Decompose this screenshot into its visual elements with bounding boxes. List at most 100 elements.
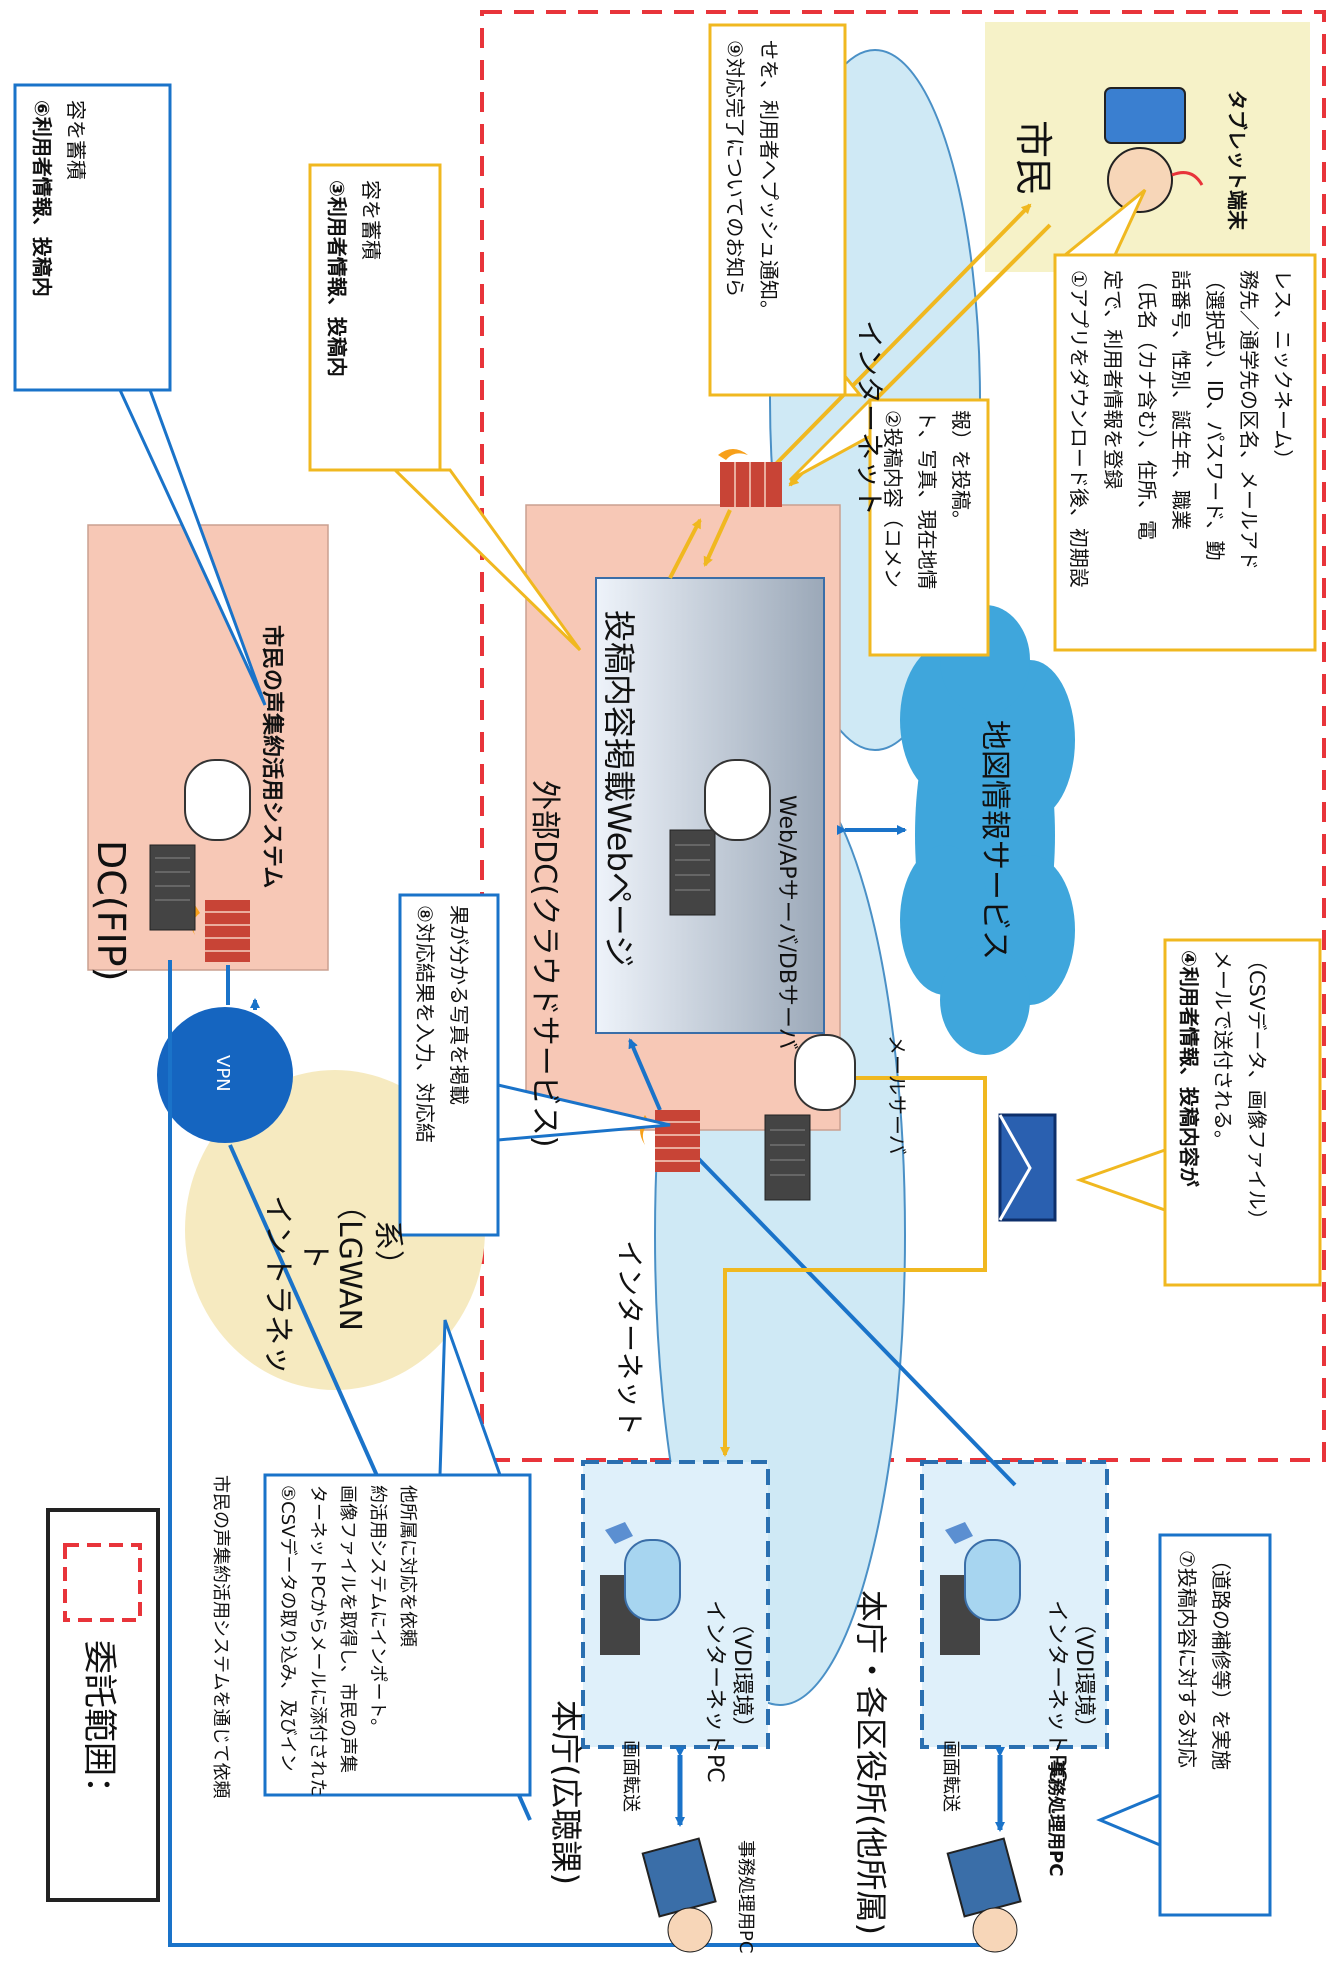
svg-text:レス、ニックネーム）: レス、ニックネーム） — [1271, 270, 1295, 469]
svg-text:定で、利用者情報を登録: 定で、利用者情報を登録 — [1101, 270, 1125, 489]
callout-6-text: ⑥利用者情報、投稿内 容を蓄積 — [30, 100, 88, 297]
svg-text:務先／通学先の区名、メールアド: 務先／通学先の区名、メールアド — [1237, 270, 1261, 570]
svg-text:せを、利用者へプッシュ通知。: せを、利用者へプッシュ通知。 — [757, 40, 781, 320]
svg-text:報）を投稿。: 報）を投稿。 — [949, 410, 973, 530]
fip-system-label: 市民の声集約活用システム — [259, 625, 285, 888]
callout-6-box — [13, 83, 172, 392]
callout-2-text: ②投稿内容（コメン ト、写真、現在地情 報）を投稿。 — [881, 410, 973, 590]
svg-text:（道路の補修等）を実施: （道路の補修等）を実施 — [1209, 1550, 1233, 1770]
callout-7-text: ⑦投稿内容に対する対応 （道路の補修等）を実施 — [1175, 1550, 1233, 1770]
legend-label: 委託範囲： — [79, 1640, 119, 1810]
outsource-scope-border — [480, 10, 1326, 1462]
web-servers-label: Web/APサーバ/DBサーバ — [774, 795, 799, 1050]
post-to-citizen-arrow — [768, 203, 1032, 472]
office-ward-pc-label: 事務処理用PC — [1045, 1760, 1067, 1876]
intranet-label: イントラネッ ト （LGWAN 系） — [260, 1190, 405, 1375]
svg-text:（選択式）、ID、パスワード、勤: （選択式）、ID、パスワード、勤 — [1203, 270, 1227, 561]
main-office-laptop-icon — [641, 1837, 717, 1918]
main-office-person-icon — [667, 1907, 713, 1953]
callout-5-text: ⑤CSVデータの取り込み、及びイン ターネットPCからメールに添付された 画像フ… — [277, 1485, 418, 1796]
callout-4-text: ④利用者情報、投稿内容が メールで送付される。 （CSVデータ、画像ファイル） — [1177, 950, 1269, 1230]
callout-1-box — [1053, 253, 1317, 652]
office-main-pc-label-1: インターネットPC — [702, 1600, 727, 1783]
svg-text:（CSVデータ、画像ファイル）: （CSVデータ、画像ファイル） — [1245, 950, 1269, 1230]
ward-office-laptop-icon — [946, 1837, 1022, 1918]
firewall-to-web-arrow — [703, 509, 732, 567]
svg-text:（LGWAN: （LGWAN — [332, 1190, 367, 1331]
callout-1-text: ①アプリをダウンロード後、初期設 定で、利用者情報を登録 （氏名（カナ含む）、住… — [1067, 270, 1295, 588]
svg-text:⑤CSVデータの取り込み、及びイン: ⑤CSVデータの取り込み、及びイン — [277, 1485, 298, 1771]
callout-7-box — [1158, 1533, 1272, 1917]
svg-text:他所属に対応を依頼: 他所属に対応を依頼 — [397, 1485, 418, 1647]
mail-server-label: メールサーバ — [885, 1035, 909, 1155]
web-to-firewall-arrow — [668, 518, 702, 579]
svg-text:⑨対応完了についてのお知ら: ⑨対応完了についてのお知ら — [723, 40, 747, 297]
ward-to-external-dc — [688, 1148, 1017, 1487]
svg-text:話番号、性別、誕生年、職業: 話番号、性別、誕生年、職業 — [1169, 270, 1193, 530]
callout-7-pointer — [1096, 1792, 1162, 1848]
callout-2-box — [868, 398, 990, 657]
svg-text:イントラネッ: イントラネッ — [260, 1195, 295, 1375]
post-web-label: 投稿内容掲載Webページ — [600, 610, 638, 967]
mail-server-icon — [764, 1034, 856, 1201]
office-ward-title: 本庁・各区役所(他所属) — [852, 1590, 890, 1935]
external-dc-label: 外部DC(クラウドサービス) — [527, 780, 562, 1147]
office-main-pc-label-2: （VDI環境） — [729, 1612, 754, 1738]
svg-text:ト、写真、現在地情: ト、写真、現在地情 — [915, 410, 939, 590]
mail-to-office-line — [720, 1076, 987, 1457]
mail-envelope-icon — [998, 1113, 1057, 1222]
callout-3-box — [308, 163, 442, 472]
svg-text:②投稿内容（コメン: ②投稿内容（コメン — [881, 410, 905, 588]
svg-text:果が分かる写真を掲載: 果が分かる写真を掲載 — [447, 905, 471, 1105]
fip-firewall-icon — [190, 900, 250, 962]
svg-text:メールで送付される。: メールで送付される。 — [1211, 950, 1235, 1150]
svg-text:画像ファイルを取得し、市民の声集: 画像ファイルを取得し、市民の声集 — [337, 1485, 358, 1773]
callout-9-box — [708, 23, 847, 397]
office-main-title: 本庁(広聴課) — [547, 1700, 585, 1885]
internet-bottom-label: インターネット — [613, 1240, 646, 1436]
web-db-server-icon — [669, 759, 771, 916]
svg-text:⑧対応結果を入力、対応結: ⑧対応結果を入力、対応結 — [413, 905, 437, 1143]
tablet-icon — [1104, 87, 1186, 144]
svg-text:系）: 系） — [370, 1220, 405, 1280]
internet-firewall-icon — [718, 449, 782, 507]
internet-top-label: インターネット — [853, 320, 886, 516]
left-note: 市民の声集約活用システムを通じて依頼 — [210, 1475, 231, 1798]
fip-server-icon — [149, 759, 251, 931]
callout-4-pointer — [1075, 1147, 1167, 1213]
dc-fip-label: DC(FIP) — [89, 840, 133, 981]
svg-text:約活用システムにインポート。: 約活用システムにインポート。 — [367, 1485, 388, 1736]
ward-office-person-icon — [972, 1907, 1018, 1953]
svg-text:容を蓄積: 容を蓄積 — [359, 180, 383, 260]
svg-text:⑥利用者情報、投稿内: ⑥利用者情報、投稿内 — [30, 100, 54, 297]
callout-9-text: ⑨対応完了についてのお知ら せを、利用者へプッシュ通知。 — [723, 40, 781, 320]
office-ward-pc-label-2: （VDI環境） — [1071, 1612, 1096, 1738]
office-ward-transfer-label: 画面転送 — [940, 1740, 961, 1812]
svg-text:④利用者情報、投稿内容が: ④利用者情報、投稿内容が — [1177, 950, 1201, 1187]
callout-5-box — [263, 1473, 532, 1797]
dc-fip-box — [87, 524, 329, 971]
citizen-area — [985, 22, 1310, 272]
svg-text:容を蓄積: 容を蓄積 — [64, 100, 88, 180]
office-main-pc-label: 事務処理用PC — [735, 1840, 756, 1953]
tablet-label: タブレット端末 — [1225, 90, 1249, 231]
legend-red-sample — [63, 1543, 142, 1622]
svg-text:ターネットPCからメールに添付された: ターネットPCからメールに添付された — [307, 1485, 328, 1796]
callout-8-text: ⑧対応結果を入力、対応結 果が分かる写真を掲載 — [413, 905, 471, 1143]
office-ward-pc-label-1: インターネットPC — [1044, 1600, 1069, 1783]
svg-text:（氏名（カナ含む）、住所、電: （氏名（カナ含む）、住所、電 — [1135, 270, 1159, 540]
callout-4-box — [1163, 938, 1322, 1287]
callout-8-box — [398, 893, 500, 1237]
ward-vdi-pc-icon — [940, 1522, 1021, 1655]
callout-5-pointer — [438, 1319, 503, 1477]
map-service-label: 地図情報サービス — [977, 720, 1012, 960]
svg-text:①アプリをダウンロード後、初期設: ①アプリをダウンロード後、初期設 — [1067, 270, 1091, 588]
dc-firewall-to-web — [628, 1038, 662, 1111]
svg-text:③利用者情報、投稿内: ③利用者情報、投稿内 — [325, 180, 349, 377]
citizen-person-icon — [1107, 147, 1204, 213]
vpn-label: VPN — [212, 1055, 233, 1092]
office-main-transfer-label: 画面転送 — [620, 1740, 641, 1812]
svg-text:⑦投稿内容に対する対応: ⑦投稿内容に対する対応 — [1175, 1550, 1199, 1768]
main-vdi-pc-icon — [600, 1522, 681, 1655]
